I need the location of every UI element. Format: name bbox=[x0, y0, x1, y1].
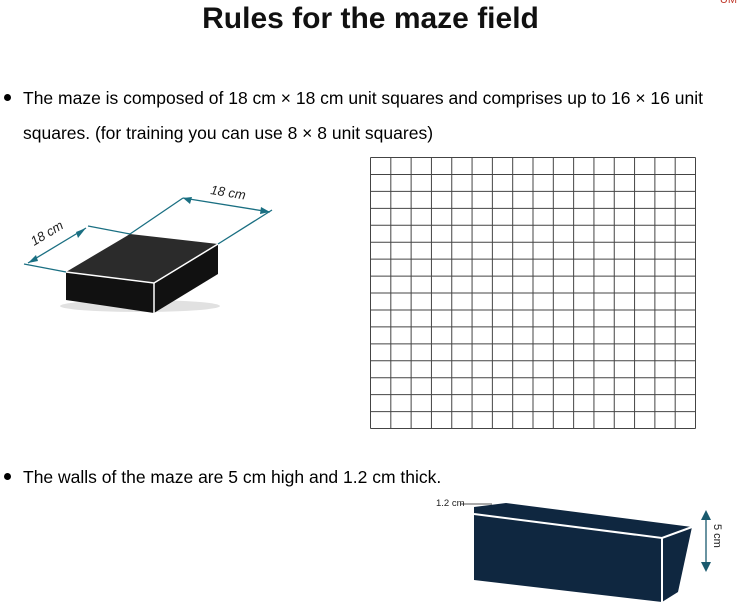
unit-square-figure: 18 cm 18 cm bbox=[23, 182, 273, 313]
corner-mark: UM bbox=[719, 0, 737, 6]
wall-figure: 1.2 cm 5 cm bbox=[436, 498, 723, 602]
bullet-dot-1 bbox=[4, 94, 11, 101]
wall-end-face bbox=[662, 527, 692, 602]
height-dimension bbox=[701, 510, 711, 572]
bullet-1-line-2: squares. (for training you can use 8 × 8… bbox=[23, 123, 434, 143]
label-wall-height: 5 cm bbox=[711, 524, 723, 548]
block-right-face bbox=[154, 244, 218, 313]
label-wall-thickness: 1.2 cm bbox=[436, 498, 465, 509]
block-top-face bbox=[66, 234, 218, 283]
bullet-1-line-1: The maze is composed of 18 cm × 18 cm un… bbox=[23, 88, 703, 108]
maze-grid-16x16 bbox=[370, 157, 696, 429]
dimension-lines bbox=[23, 197, 273, 273]
slide-title: Rules for the maze field bbox=[202, 2, 539, 35]
dimension-arrowheads bbox=[28, 197, 270, 263]
label-unit-width: 18 cm bbox=[210, 182, 247, 202]
bullet-2-line-1: The walls of the maze are 5 cm high and … bbox=[23, 467, 442, 487]
wall-front-face bbox=[474, 514, 662, 602]
wall-top-face bbox=[474, 503, 692, 538]
bullet-dot-2 bbox=[4, 473, 11, 480]
block-front-face bbox=[66, 272, 154, 313]
